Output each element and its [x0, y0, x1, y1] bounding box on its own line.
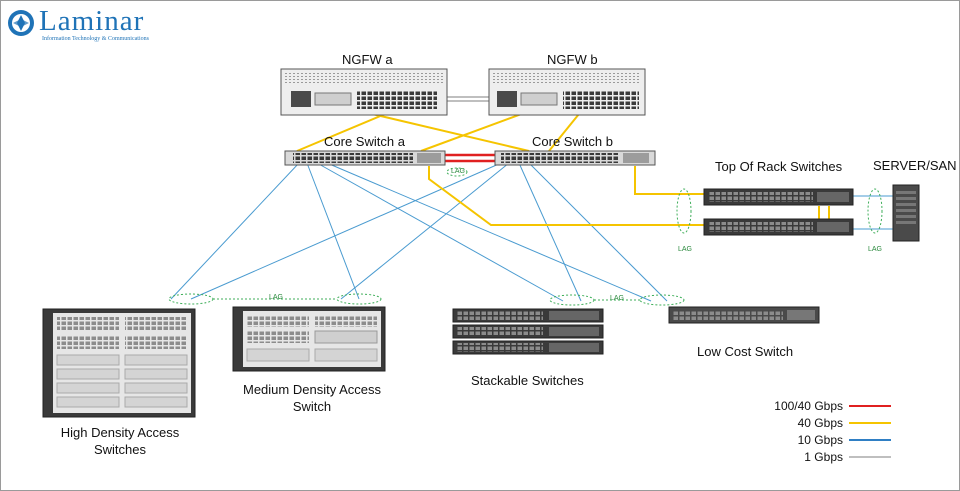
legend-label-100-40: 100/40 Gbps [774, 399, 843, 413]
low-cost-switch-device[interactable] [668, 306, 820, 324]
ngfw-a-device[interactable] [280, 68, 448, 116]
core-switch-a-label: Core Switch a [324, 134, 405, 149]
legend-label-40: 40 Gbps [797, 416, 843, 430]
server-san-device[interactable] [892, 184, 920, 242]
core-switch-b-device[interactable] [494, 150, 656, 166]
high-density-switch-device[interactable] [42, 308, 196, 418]
low-cost-label: Low Cost Switch [697, 344, 794, 359]
stackable-label: Stackable Switches [471, 373, 584, 388]
links-10g [170, 162, 893, 302]
lag-label-right: LAG [610, 295, 625, 302]
ngfw-b-device[interactable] [488, 68, 646, 116]
ngfw-b-label: NGFW b [547, 52, 598, 67]
links-100g [445, 153, 495, 163]
lag-label-left: LAG [269, 294, 284, 301]
laminar-logo-icon [8, 10, 34, 36]
lag-label-core: LAG [451, 168, 466, 175]
core-switch-a-device[interactable] [284, 150, 446, 166]
ngfw-a-label: NGFW a [342, 52, 393, 67]
brand-name: Laminar [39, 5, 145, 37]
medium-density-label: Medium Density Access Switch [243, 382, 381, 414]
core-switch-b-label: Core Switch b [532, 134, 613, 149]
legend-label-1: 1 Gbps [804, 450, 843, 464]
tor-switch-2-device[interactable] [703, 218, 854, 236]
tor-switch-1-device[interactable] [703, 188, 854, 206]
lag-label-tor: LAG [678, 246, 693, 253]
legend-lines [849, 405, 891, 458]
brand-tagline: Information Technology & Communications [42, 36, 149, 42]
lag-ellipses [168, 167, 883, 306]
lag-label-server: LAG [868, 246, 883, 253]
high-density-label: High Density Access Switches [60, 425, 180, 457]
tor-label: Top Of Rack Switches [715, 159, 843, 174]
links-40g [296, 108, 830, 226]
stackable-switches-device[interactable] [452, 308, 604, 355]
server-san-label: SERVER/SAN [873, 158, 957, 173]
legend-label-10: 10 Gbps [797, 433, 843, 447]
medium-density-switch-device[interactable] [232, 306, 386, 372]
links-1g [447, 96, 489, 102]
